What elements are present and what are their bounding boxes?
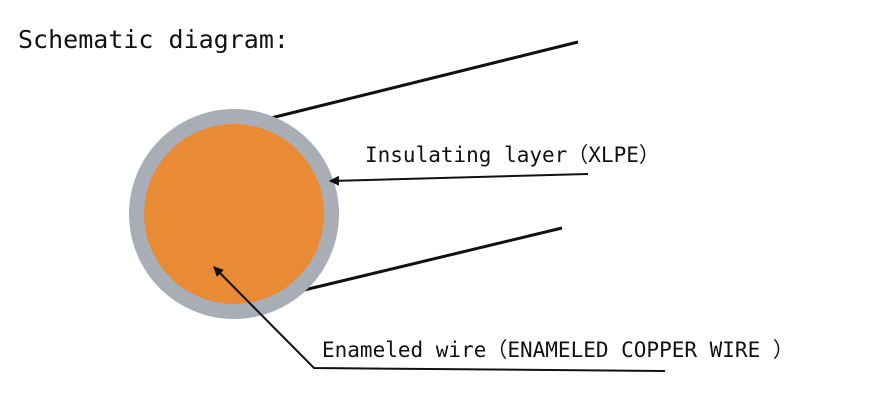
conductor-leader-arrow [213, 266, 666, 372]
insulation-label: Insulating layer（XLPE） [365, 143, 660, 167]
cable-outline-top [270, 40, 579, 120]
insulation-leader-arrow [329, 173, 589, 186]
enameled-wire-core [144, 124, 324, 304]
diagram-title: Schematic diagram: [18, 25, 289, 54]
conductor-label: Enameled wire（ENAMELED COPPER WIRE ） [322, 338, 794, 362]
cable-outline-bottom [299, 226, 563, 293]
